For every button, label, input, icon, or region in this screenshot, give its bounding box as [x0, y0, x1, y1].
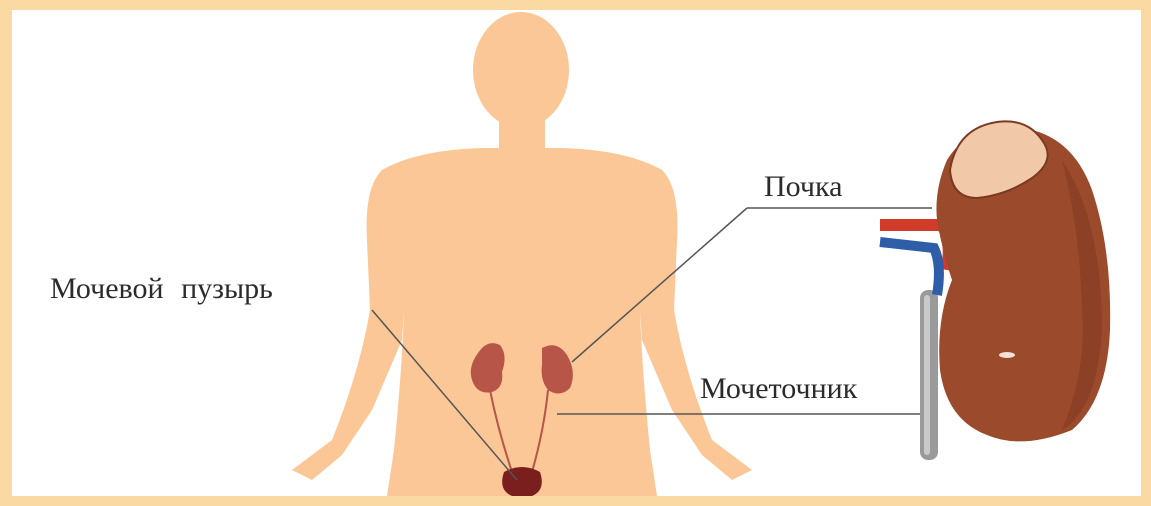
- bladder-shape: [502, 467, 542, 496]
- diagram-frame: Почка Мочевой пузырь Мочеточник: [12, 10, 1141, 496]
- human-body-silhouette: [292, 12, 752, 496]
- label-ureter: Мочеточник: [700, 372, 857, 406]
- label-kidney: Почка: [764, 170, 842, 204]
- label-bladder: Мочевой пузырь: [50, 272, 273, 306]
- diagram-canvas: [12, 10, 1141, 496]
- kidney-large-illustration: [880, 121, 1110, 460]
